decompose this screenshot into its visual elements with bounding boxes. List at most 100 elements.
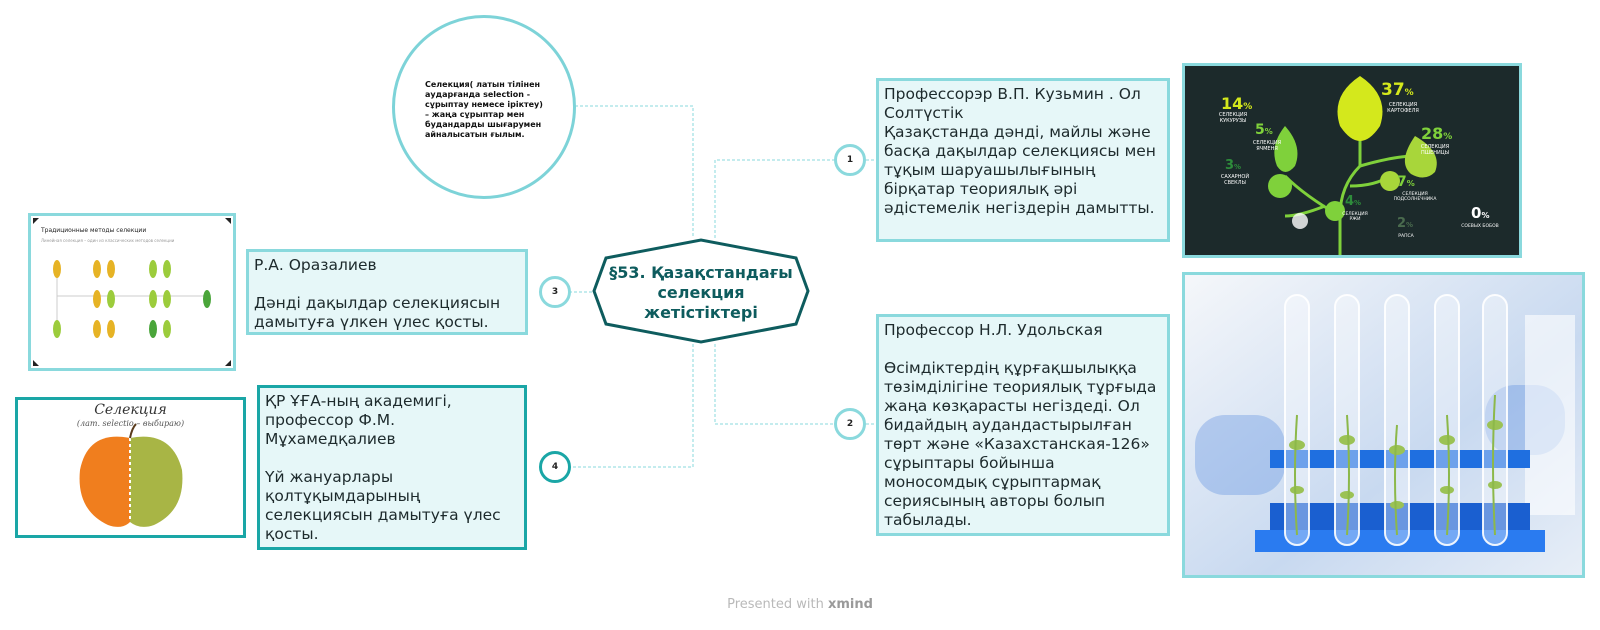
- stat-value: 28: [1421, 124, 1444, 143]
- definition-line: сұрыптау немесе іріктеу): [425, 100, 543, 109]
- card-line: қолтұқымдарының: [265, 487, 421, 505]
- card-title: Профессор Н.Л. Удольская: [884, 321, 1103, 339]
- stat-pct: 7%: [1397, 174, 1415, 190]
- card-line: селекциясын дамытуға үлес: [265, 506, 501, 524]
- card-title: Мұхамедқалиев: [265, 430, 396, 448]
- card-title: Р.А. Оразалиев: [254, 256, 377, 274]
- card-line: сұрыптары бойынша: [884, 454, 1055, 472]
- connector-definition: [560, 105, 694, 238]
- stat-value: 3: [1225, 158, 1235, 173]
- card-title: ҚР ҰҒА-ның академигі,: [265, 392, 452, 410]
- card-line: моносомдық сұрыптармақ: [884, 473, 1101, 491]
- stat-label: САХАРНОЙ СВЕКЛЫ: [1220, 174, 1250, 186]
- breeding-infographic-image[interactable]: 14% СЕЛЕКЦИЯ КУКУРУЗЫ 37% СЕЛЕКЦИЯ КАРТО…: [1182, 63, 1522, 258]
- card-line: қосты.: [265, 525, 319, 543]
- stat-pct: 3%: [1225, 158, 1241, 173]
- card-line: табылады.: [884, 511, 972, 529]
- image-subtitle: Линейная селекция – один из классических…: [41, 238, 175, 243]
- percent-sign: %: [1443, 132, 1453, 142]
- definition-bubble[interactable]: [392, 15, 576, 199]
- branch-number-2[interactable]: 2: [834, 408, 866, 440]
- number-label: 4: [551, 462, 559, 472]
- card-line: бірқатар теориялық әрі: [884, 180, 1078, 198]
- apple-selection-image[interactable]: Селекция (лат. selectio – выбираю): [15, 397, 246, 538]
- stat-label: РАПСА: [1398, 234, 1414, 239]
- stat-label: СЕЛЕКЦИЯ КАРТОФЕЛЯ: [1387, 102, 1419, 114]
- stat-label: СЕЛЕКЦИЯ ПОДСОЛНЕЧНИКА: [1393, 192, 1437, 202]
- stat-pct: 37%: [1381, 80, 1414, 100]
- number-label: 1: [846, 155, 854, 165]
- number-label: 2: [846, 419, 854, 429]
- card-line: Өсімдіктердің құрғақшылыққа: [884, 359, 1137, 377]
- stat-label: СЕЛЕКЦИЯ ПШЕНИЦЫ: [1420, 144, 1450, 156]
- image-title: Традиционные методы селекции: [41, 227, 147, 234]
- central-title-line: §53. Қазақстандағы: [609, 263, 793, 282]
- traditional-methods-image[interactable]: Традиционные методы селекции Линейная се…: [28, 213, 236, 371]
- stat-value: 0: [1471, 204, 1482, 222]
- card-spacer: [884, 340, 1162, 359]
- percent-sign: %: [1406, 179, 1415, 188]
- stat-label: СЕЛЕКЦИЯ ЯЧМЕНЯ: [1252, 140, 1282, 152]
- card-title: профессор Ф.М.: [265, 411, 396, 429]
- card-line: сериясының авторы болып: [884, 492, 1106, 510]
- percent-sign: %: [1234, 163, 1242, 171]
- card-line: төрт және «Казахстанская-126»: [884, 435, 1150, 453]
- connector-branch-4: [572, 344, 694, 468]
- branch-card-3[interactable]: Р.А. Оразалиев Дәнді дақылдар селекциясы…: [246, 249, 528, 335]
- image-title: Селекция: [94, 402, 167, 418]
- stat-pct: 5%: [1255, 122, 1273, 138]
- test-tubes-photo[interactable]: [1182, 272, 1585, 578]
- card-line: тұқым шаруашылығының: [884, 161, 1096, 179]
- percent-sign: %: [1243, 102, 1253, 112]
- footer-brand: xmind: [827, 597, 873, 612]
- card-line: бидайдың аудандастырылған: [884, 416, 1132, 434]
- number-label: 3: [551, 287, 559, 297]
- branch-card-2[interactable]: Профессор Н.Л. Удольская Өсімдіктердің қ…: [876, 314, 1170, 536]
- card-line: Дәнді дақылдар селекциясын: [254, 294, 501, 312]
- stat-pct: 0%: [1471, 204, 1489, 222]
- branch-card-4[interactable]: ҚР ҰҒА-ның академигі, профессор Ф.М. Мұх…: [257, 385, 527, 550]
- card-line: жаңа көзқарасты негіздеді. Ол: [884, 397, 1140, 415]
- footer-credit: Presented with xmind: [0, 597, 1600, 612]
- card-line: Үй жануарлары: [265, 468, 394, 486]
- definition-line: будандарды шығарумен: [425, 120, 542, 129]
- card-line: басқа дақылдар селекциясы мен: [884, 142, 1156, 160]
- connector-branch-2: [714, 344, 834, 425]
- stat-label: СЕЛЕКЦИЯ КУКУРУЗЫ: [1218, 112, 1248, 124]
- stat-pct: 2%: [1397, 216, 1413, 231]
- definition-line: аударғанда selection -: [425, 90, 531, 99]
- card-line: Қазақстанда дәнді, майлы және: [884, 123, 1151, 141]
- card-spacer: [265, 449, 519, 468]
- stat-value: 2: [1397, 216, 1407, 231]
- branch-card-1[interactable]: Профессорэр В.П. Кузьмин . Ол Солтүстік …: [876, 78, 1170, 242]
- percent-sign: %: [1354, 199, 1362, 207]
- definition-line: айналысатын ғылым.: [425, 130, 525, 139]
- stat-pct: 28%: [1421, 124, 1452, 143]
- connector-branch-1: [714, 159, 834, 238]
- footer-prefix: Presented with: [727, 597, 824, 612]
- central-title-line: жетістіктері: [644, 303, 758, 322]
- wheat-diagram-icon: [33, 218, 231, 366]
- card-line: дамытуға үлкен үлес қосты.: [254, 313, 489, 331]
- branch-number-1[interactable]: 1: [834, 144, 866, 176]
- card-line: Солтүстік: [884, 104, 964, 122]
- percent-sign: %: [1481, 211, 1490, 220]
- card-line: әдістемелік негіздерін дамытты.: [884, 199, 1155, 217]
- stat-pct: 4%: [1345, 194, 1361, 209]
- percent-sign: %: [1264, 127, 1273, 136]
- stat-pct: 14%: [1221, 94, 1252, 113]
- stat-value: 4: [1345, 194, 1355, 209]
- definition-line: Селекция( латын тілінен: [425, 80, 541, 89]
- test-tubes-illustration: [1185, 275, 1582, 575]
- stat-value: 5: [1255, 122, 1265, 138]
- stat-value: 7: [1397, 174, 1407, 190]
- branch-number-3[interactable]: 3: [539, 276, 571, 308]
- central-topic-shape[interactable]: [592, 238, 810, 344]
- percent-sign: %: [1404, 88, 1414, 98]
- stat-label: СЕЛЕКЦИЯ РЖИ: [1342, 212, 1368, 222]
- branch-number-4[interactable]: 4: [539, 451, 571, 483]
- card-spacer: [254, 275, 520, 294]
- stat-value: 37: [1381, 80, 1405, 100]
